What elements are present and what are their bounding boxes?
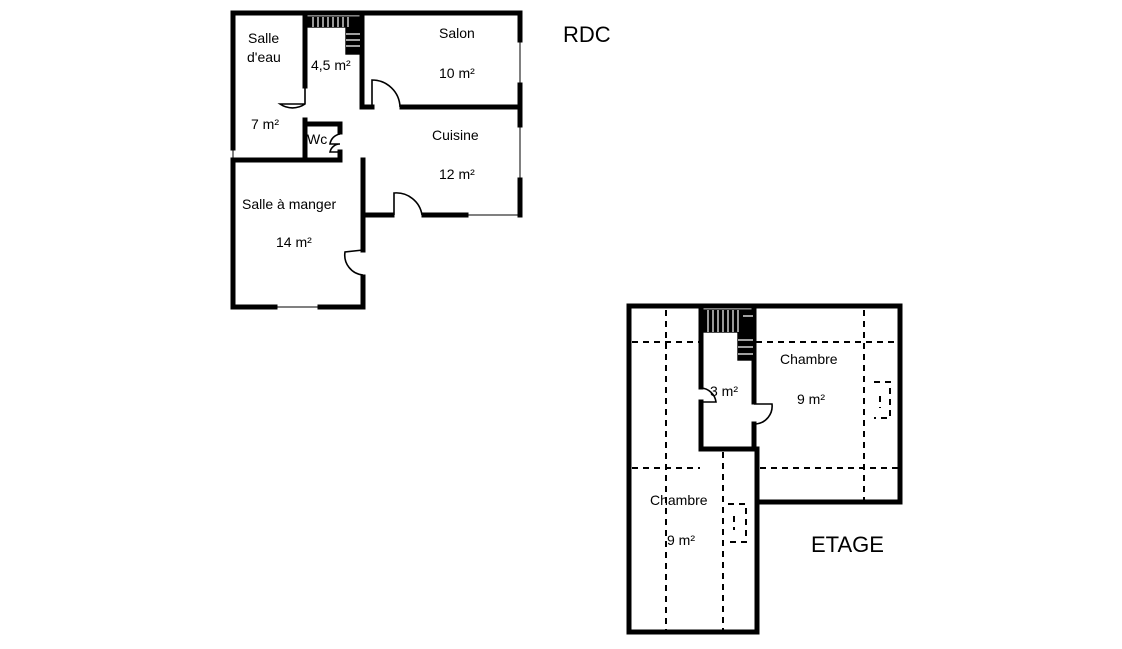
salle-deau-label: Salle xyxy=(248,30,279,46)
salon-label: Salon xyxy=(439,25,475,41)
chambre-1-label: Chambre xyxy=(780,351,838,367)
door-salle-a-manger xyxy=(343,249,364,276)
palier-area: 3 m² xyxy=(710,383,738,399)
wc-label: Wc xyxy=(307,131,327,147)
skylight xyxy=(874,381,891,419)
salle-deau-label-2: d'eau xyxy=(247,49,281,65)
door-chambre-1 xyxy=(754,403,773,425)
wall xyxy=(360,212,395,253)
skylight xyxy=(728,503,747,543)
door-palier xyxy=(700,387,717,403)
etage-plan: 3 m² Chambre 9 m² Chambre 9 m² ETAGE xyxy=(626,303,903,635)
etage-title: ETAGE xyxy=(811,532,884,557)
door-entree xyxy=(393,192,423,216)
entree-area: 4,5 m² xyxy=(311,57,351,73)
salle-deau-area: 7 m² xyxy=(251,116,279,132)
wall xyxy=(751,446,760,505)
wall xyxy=(302,121,343,163)
chambre-1-area: 9 m² xyxy=(797,391,825,407)
wall xyxy=(698,303,757,452)
salon-area: 10 m² xyxy=(439,65,475,81)
staircase-icon xyxy=(307,16,361,55)
wall xyxy=(317,274,366,310)
wall xyxy=(230,10,523,43)
door-salon xyxy=(371,79,401,108)
rdc-title: RDC xyxy=(563,22,611,47)
chambre-2-label: Chambre xyxy=(650,492,708,508)
cuisine-label: Cuisine xyxy=(432,127,479,143)
rdc-plan: Salle d'eau 7 m² 4,5 m² Salon 10 m² Wc C… xyxy=(230,10,611,310)
door-wc xyxy=(329,133,341,153)
salle-a-manger-area: 14 m² xyxy=(276,234,312,250)
salle-a-manger-label: Salle à manger xyxy=(242,196,337,212)
chambre-2-area: 9 m² xyxy=(667,532,695,548)
door-salle-deau xyxy=(277,86,306,109)
staircase-icon xyxy=(702,309,754,361)
wall xyxy=(359,10,375,110)
window xyxy=(232,12,521,308)
cuisine-area: 12 m² xyxy=(439,166,475,182)
